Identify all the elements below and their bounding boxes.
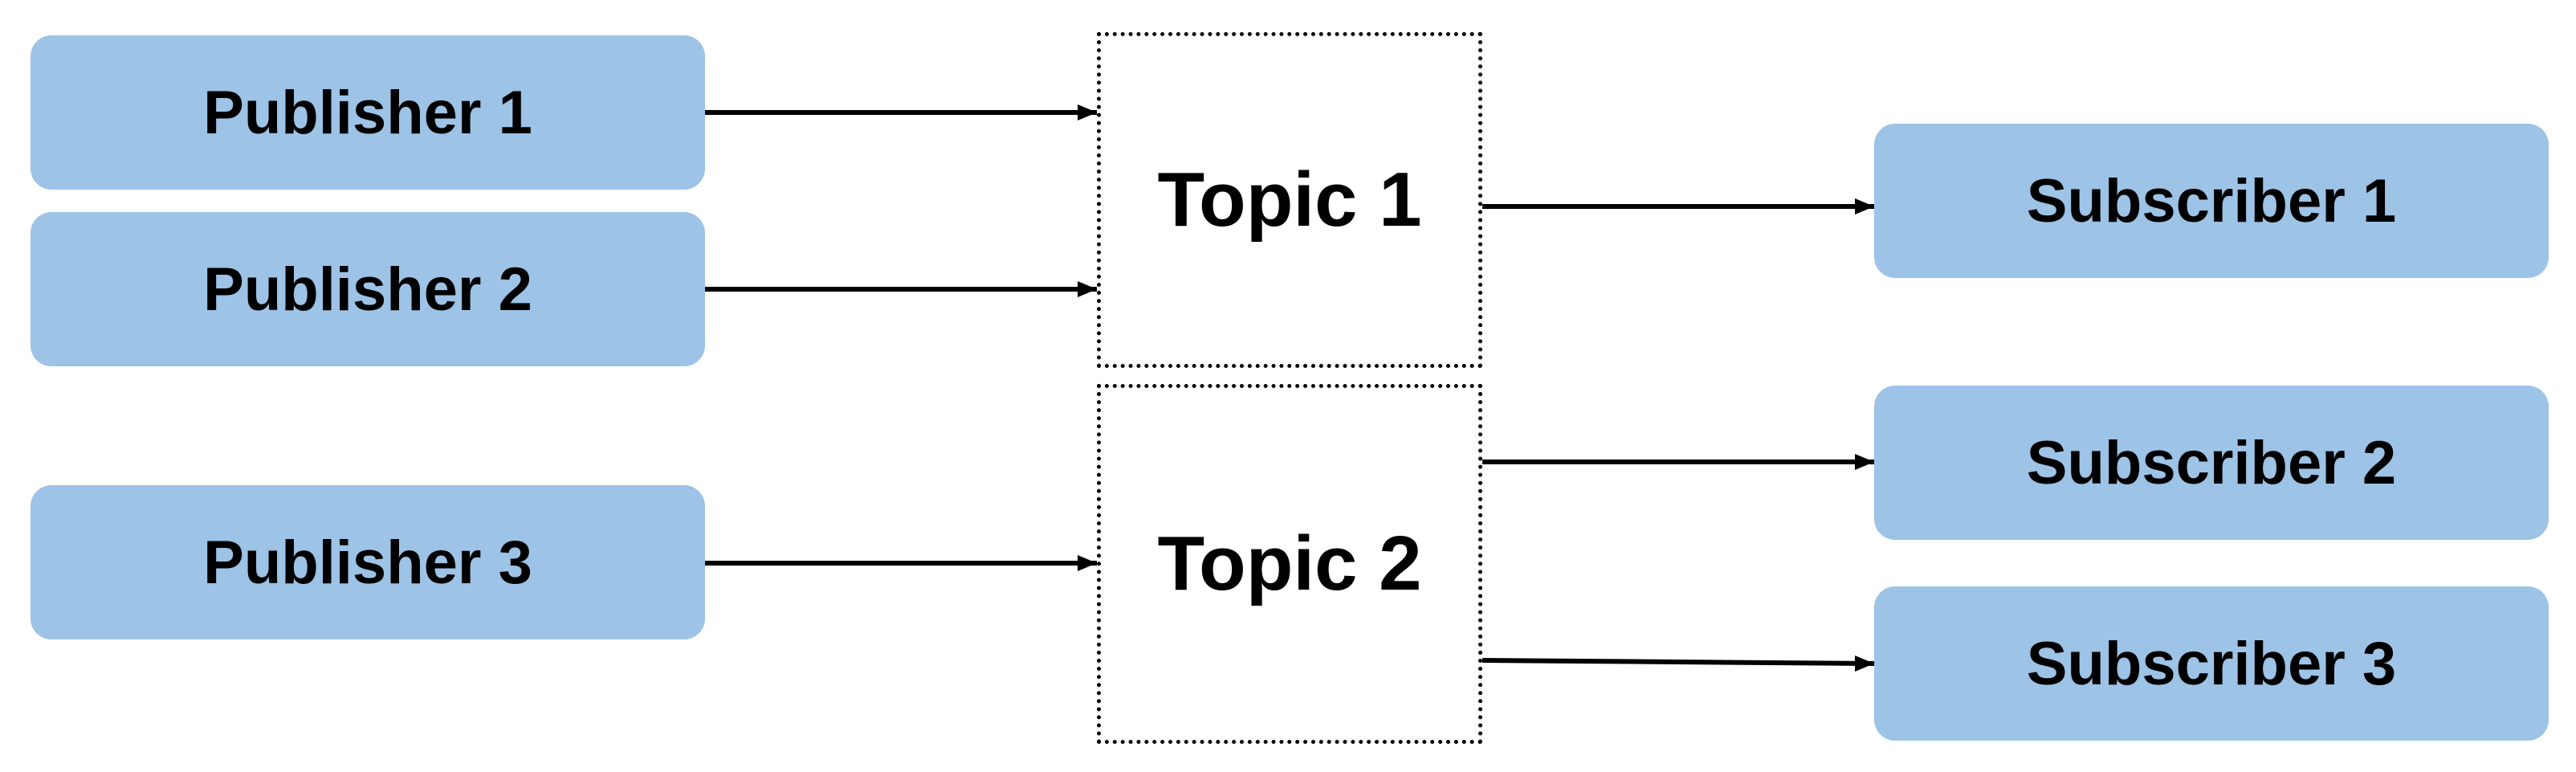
topic-2-label: Topic 2 (1157, 521, 1422, 607)
edge-topic-2-to-subscriber-3 (1482, 658, 1875, 666)
topic-2-node: Topic 2 (1097, 384, 1482, 744)
subscriber-1-label: Subscriber 1 (2026, 166, 2397, 235)
topic-1-label: Topic 1 (1157, 157, 1422, 243)
arrowhead-topic-1-to-subscriber-1 (1855, 198, 1874, 214)
publisher-3-node: Publisher 3 (31, 485, 705, 639)
subscriber-3-node: Subscriber 3 (1874, 586, 2549, 741)
subscriber-1-node: Subscriber 1 (1874, 124, 2549, 278)
topic-1-node: Topic 1 (1097, 32, 1482, 368)
arrowhead-publisher-1-to-topic-1 (1078, 104, 1097, 120)
arrowhead-publisher-3-to-topic-2 (1078, 555, 1097, 571)
publisher-2-node: Publisher 2 (31, 212, 705, 366)
publisher-3-label: Publisher 3 (203, 528, 532, 597)
subscriber-2-node: Subscriber 2 (1874, 386, 2549, 540)
publisher-1-node: Publisher 1 (31, 35, 705, 190)
subscriber-3-label: Subscriber 3 (2026, 629, 2397, 698)
subscriber-2-label: Subscriber 2 (2026, 428, 2397, 497)
publisher-1-label: Publisher 1 (203, 78, 532, 147)
arrowhead-publisher-2-to-topic-1 (1078, 281, 1097, 297)
arrowhead-topic-2-to-subscriber-2 (1855, 454, 1874, 470)
publisher-2-label: Publisher 2 (203, 255, 532, 324)
arrowhead-topic-2-to-subscriber-3 (1855, 656, 1874, 672)
